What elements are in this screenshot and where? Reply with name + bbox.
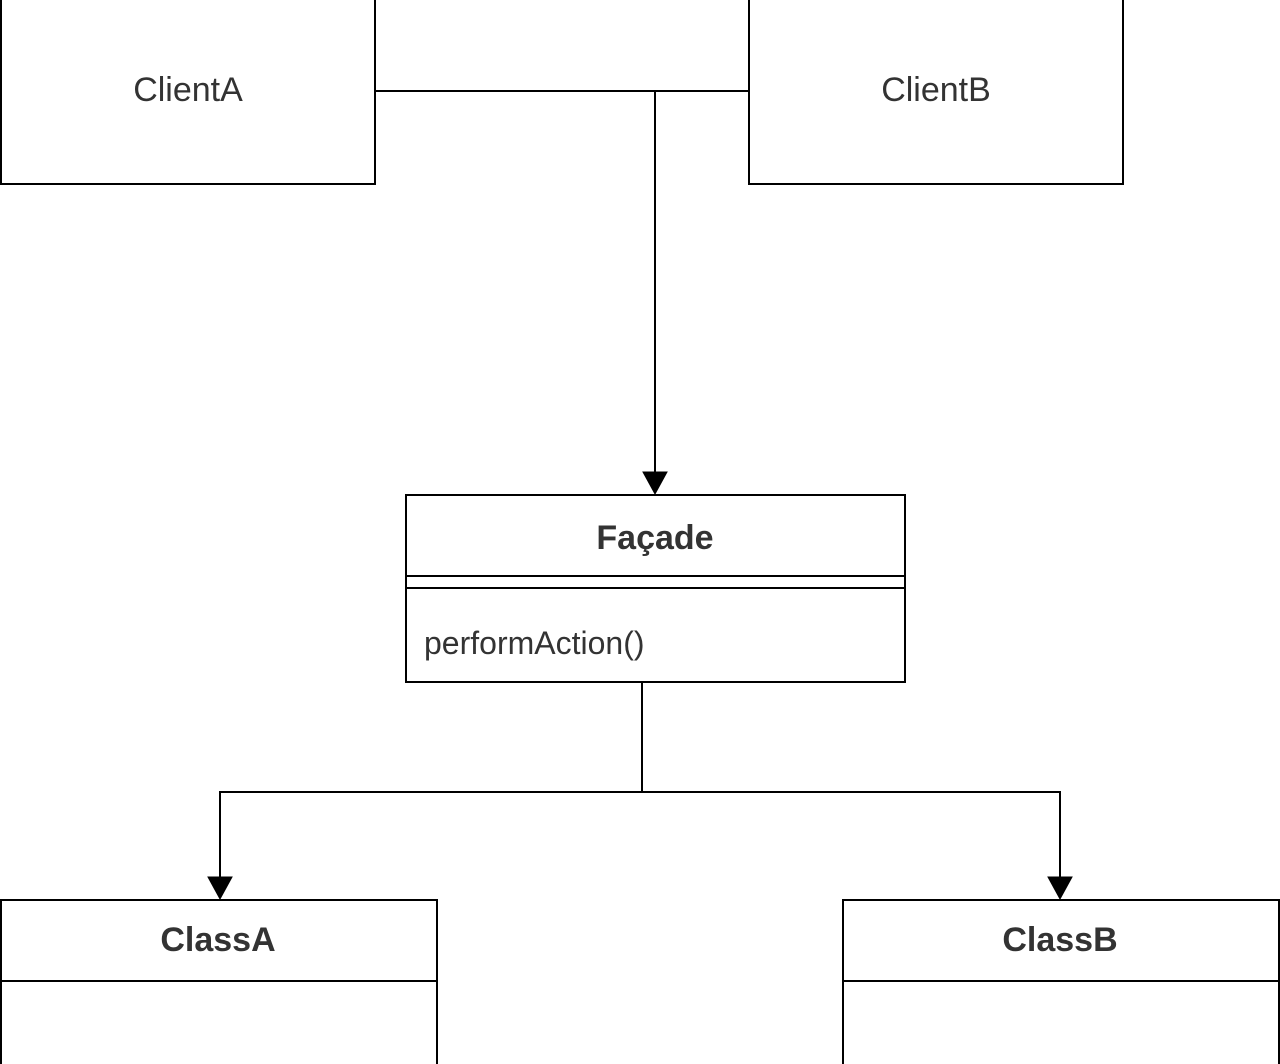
facade-method: performAction() (424, 625, 645, 661)
client-b-box[interactable] (748, 0, 1124, 185)
arrowhead-facade (642, 471, 668, 496)
arrowhead-class-a (207, 876, 233, 901)
edge-facade-to-class-b[interactable] (642, 791, 1061, 879)
client-a-label: ClientA (133, 71, 243, 109)
edge-facade-to-class-a[interactable] (219, 682, 643, 879)
client-b-label: ClientB (881, 71, 991, 109)
class-a-title: ClassA (160, 921, 275, 959)
node-class-a[interactable]: ClassA (0, 899, 438, 1064)
facade-title: Façade (596, 519, 713, 557)
node-client-a[interactable]: ClientA (0, 0, 376, 185)
class-b-title: ClassB (1002, 921, 1117, 959)
client-a-box[interactable] (0, 0, 376, 185)
connectors (207, 90, 1073, 901)
arrowhead-class-b (1047, 876, 1073, 901)
node-client-b[interactable]: ClientB (748, 0, 1124, 185)
node-class-b[interactable]: ClassB (842, 899, 1280, 1064)
node-facade[interactable]: Façade performAction() (405, 494, 906, 683)
